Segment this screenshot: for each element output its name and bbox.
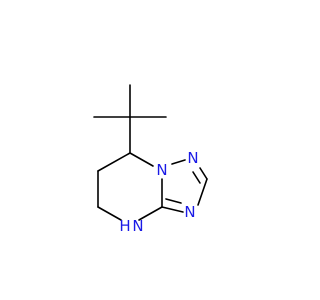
bond-c5-n4 (97, 206, 122, 221)
bonds (93, 84, 208, 221)
molecule-structure-diagram: N N N N H (93, 84, 208, 235)
bond-n3-c3a-double-a (161, 206, 184, 213)
atom-label-n-nh: N (132, 217, 143, 235)
atom-label-h-nh: H (119, 217, 130, 235)
bond-n3-c3a-double-b (165, 198, 182, 204)
bond-n4-c3a (138, 206, 163, 221)
bond-n8-n1 (171, 159, 186, 165)
bond-c2-n3 (197, 178, 208, 206)
bond-n1-c2-double-b (192, 171, 201, 184)
bond-n8-c7 (129, 152, 154, 167)
bond-n1-c2-double-a (199, 167, 208, 180)
bond-c7-c6 (97, 152, 131, 172)
atom-label-n-top-right: N (187, 149, 198, 167)
atom-labels: N N N N H (119, 149, 198, 235)
atom-label-n-bottom-right: N (184, 203, 195, 221)
atom-label-n-bridge: N (156, 161, 167, 179)
